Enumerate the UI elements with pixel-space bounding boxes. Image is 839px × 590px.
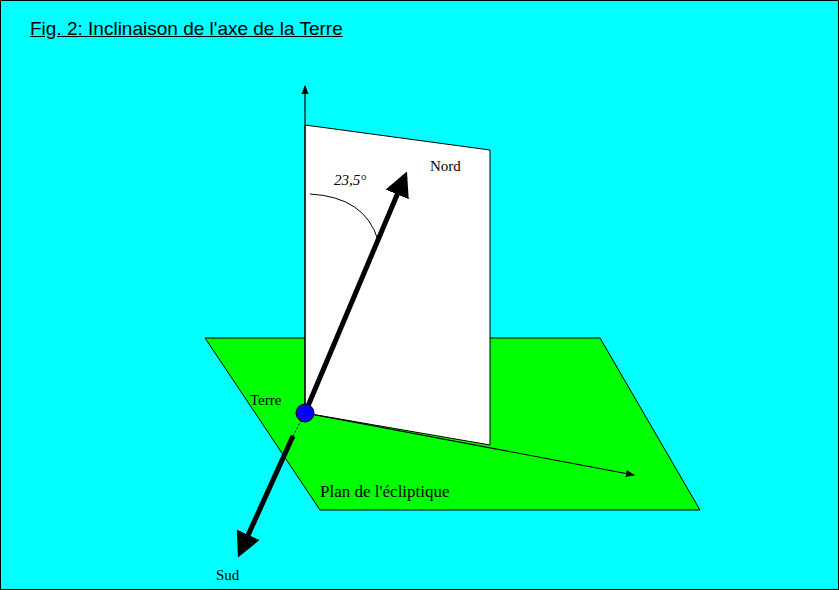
angle-value: 23,5° xyxy=(334,172,366,189)
earth-axis-north xyxy=(305,176,405,413)
north-label: Nord xyxy=(430,158,461,175)
angle-arc xyxy=(310,194,378,240)
ecliptic-axis xyxy=(305,413,634,475)
south-label: Sud xyxy=(216,567,239,584)
earth-axis-south xyxy=(240,436,293,553)
vertical-axis xyxy=(304,86,305,413)
earth-label: Terre xyxy=(250,392,281,409)
figure-title: Fig. 2: Inclinaison de l'axe de la Terre xyxy=(30,18,343,40)
earth-globe xyxy=(296,404,314,422)
plane-label: Plan de l'écliptique xyxy=(320,482,450,502)
vertical-plane xyxy=(305,125,490,445)
